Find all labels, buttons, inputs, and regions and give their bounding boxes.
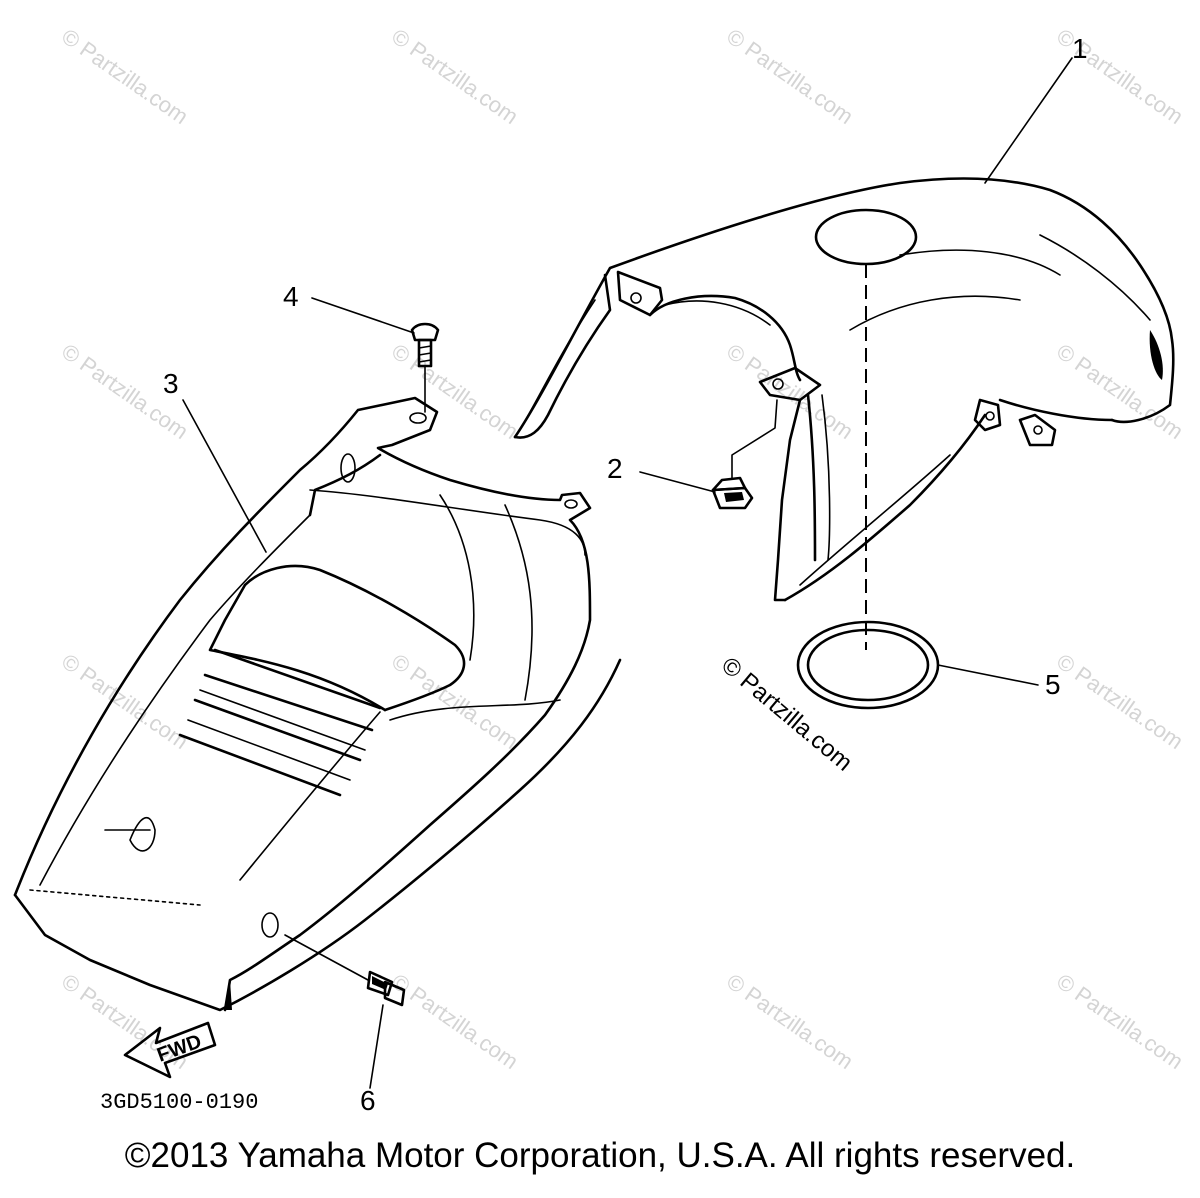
watermark-text: © Partzilla.com (1052, 969, 1188, 1075)
callout-label-1: 1 (1072, 33, 1088, 64)
part-5-ring[interactable] (796, 620, 940, 710)
watermark-text: © Partzilla.com (57, 649, 193, 755)
leader-3 (182, 399, 267, 553)
watermark-text: © Partzilla.com (1052, 649, 1188, 755)
callout-label-5: 5 (1045, 669, 1061, 700)
part-1-upper-cover[interactable] (513, 177, 1175, 602)
leader-4 (311, 297, 415, 334)
callout-label-6: 6 (360, 1085, 376, 1116)
part-2-clip-nut[interactable] (711, 399, 778, 510)
leader-1 (984, 57, 1073, 184)
callout-labels: 1 2 3 4 5 6 (163, 33, 1088, 1116)
watermark-grid: © Partzilla.com © Partzilla.com © Partzi… (57, 24, 1188, 1075)
leader-5 (937, 664, 1039, 686)
part-3-rear-cover[interactable] (13, 396, 622, 1012)
copyright-notice: ©2013 Yamaha Motor Corporation, U.S.A. A… (124, 1136, 1076, 1175)
watermark-text: © Partzilla.com (57, 24, 193, 130)
leader-6 (369, 1004, 384, 1089)
callout-label-3: 3 (163, 368, 179, 399)
watermark-text-center: © Partzilla.com (716, 652, 857, 777)
leader-2 (639, 471, 716, 493)
callout-leaders (182, 57, 1073, 1089)
watermark-text: © Partzilla.com (1052, 339, 1188, 445)
watermark-text: © Partzilla.com (387, 24, 523, 130)
callout-label-4: 4 (283, 281, 299, 312)
watermark-text: © Partzilla.com (387, 339, 523, 445)
watermark-text: © Partzilla.com (387, 969, 523, 1075)
watermark-text: © Partzilla.com (722, 339, 858, 445)
diagram-part-code: 3GD5100-0190 (100, 1090, 258, 1115)
part-6-bolt[interactable] (284, 934, 406, 1007)
part-4-screw[interactable] (410, 322, 440, 413)
watermark-text: © Partzilla.com (722, 969, 858, 1075)
watermark-text: © Partzilla.com (722, 24, 858, 130)
callout-label-2: 2 (607, 453, 623, 484)
